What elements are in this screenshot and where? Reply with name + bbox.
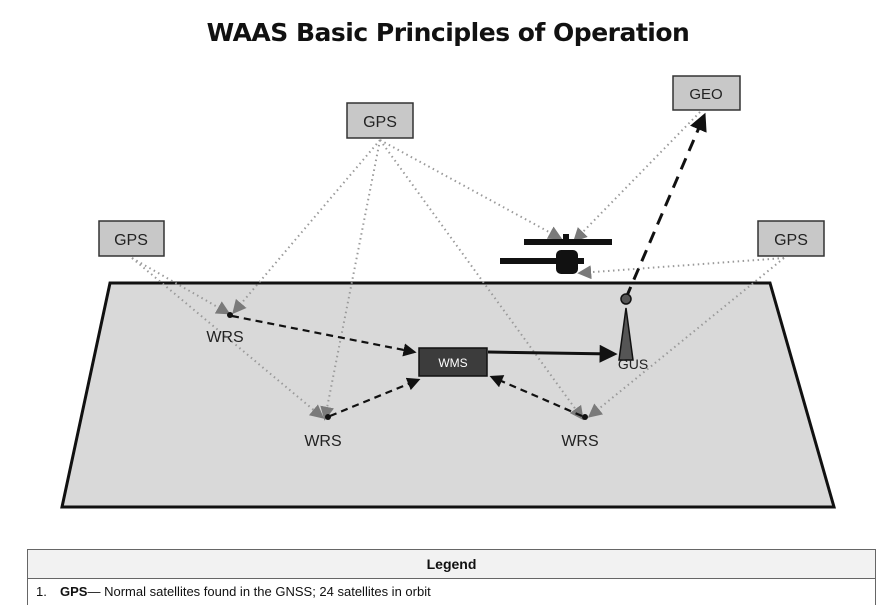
gps-right-label: GPS xyxy=(774,232,808,249)
legend-row-gps: 1. GPS— Normal satellites found in the GN… xyxy=(28,579,875,605)
waas-diagram: GPS GPS GPS GEO WMS WRS WRS WRS GUS xyxy=(60,75,836,509)
legend-row-separator: — xyxy=(87,584,105,599)
signal-gps-top-to-aircraft xyxy=(379,139,563,240)
signal-gps-top-to-wrs-bottom-right xyxy=(379,139,584,421)
aircraft-icon xyxy=(500,234,612,274)
wrs-data-links xyxy=(231,314,583,418)
wrs-bottom-right-station-icon xyxy=(582,414,588,420)
geo-label: GEO xyxy=(689,86,722,103)
legend-row-description: Normal satellites found in the GNSS; 24 … xyxy=(104,584,431,599)
wms-label: WMS xyxy=(438,356,467,370)
wrs-bottom-left-label: WRS xyxy=(304,433,341,450)
uplink-gus-to-geo xyxy=(624,112,707,299)
link-wms-to-gus xyxy=(487,344,618,363)
legend-row-term: GPS xyxy=(60,584,88,599)
signal-gps-right-to-aircraft xyxy=(577,257,785,280)
legend-header: Legend xyxy=(28,550,875,579)
legend-row-number: 1. xyxy=(36,584,47,599)
gps-left-label: GPS xyxy=(114,232,148,249)
gps-satellite-left: GPS xyxy=(98,220,165,257)
gps-satellite-top: GPS xyxy=(346,102,414,139)
wrs-left-label: WRS xyxy=(206,329,243,346)
gps-top-label: GPS xyxy=(363,114,397,131)
ground-plane xyxy=(60,281,836,509)
link-wrs-bottom-left-to-wms xyxy=(329,377,421,418)
signal-lines xyxy=(131,111,785,421)
signal-geo-to-aircraft xyxy=(573,111,701,243)
signal-gps-top-to-wrs-bottom-left xyxy=(320,139,381,421)
link-wrs-left-to-wms xyxy=(231,314,417,357)
gps-satellite-right: GPS xyxy=(757,220,825,257)
wms-master-station: WMS xyxy=(418,347,488,377)
wrs-bottom-left-station-icon xyxy=(325,414,331,420)
signal-gps-left-to-wrs-bottom-left xyxy=(131,257,325,419)
geo-satellite: GEO xyxy=(672,75,741,111)
wrs-bottom-right-label: WRS xyxy=(561,433,598,450)
legend-table: Legend 1. GPS— Normal satellites found in… xyxy=(27,549,876,605)
link-wrs-bottom-right-to-wms xyxy=(489,375,583,418)
page-title: WAAS Basic Principles of Operation xyxy=(206,18,690,47)
signal-gps-right-to-wrs-bottom-right xyxy=(587,257,785,418)
signal-gps-left-to-wrs-left xyxy=(131,257,231,315)
wrs-left-station-icon xyxy=(227,312,233,318)
gus-label: GUS xyxy=(618,356,648,372)
gus-antenna-icon xyxy=(618,293,634,361)
